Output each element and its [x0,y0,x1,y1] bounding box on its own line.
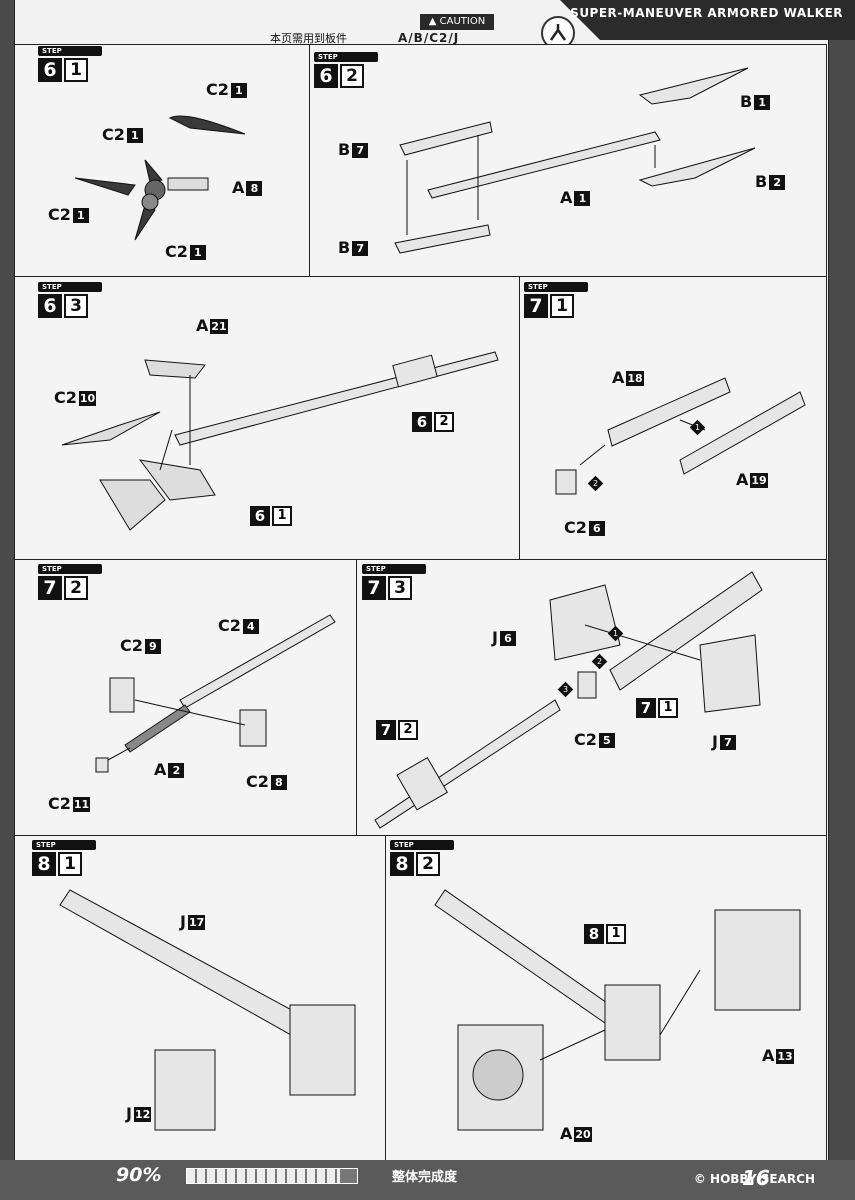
step-sub-number: 2 [416,852,440,876]
step-8-1-panel [14,835,386,1162]
step-number: 7 [524,294,548,318]
step-sub-number: 2 [340,64,364,88]
step-label: STEP [38,46,102,56]
header: ▲ CAUTION 本页需用到板件 A/B/C2/J SUPER-MANEUVE… [0,0,855,50]
completion-percent: 90% [116,1164,162,1186]
step-label: STEP [314,52,378,62]
order-marker: 2 [591,653,608,670]
parts-code: A/B/C2/J [398,31,460,45]
progress-fill [187,1169,340,1183]
step-number: 8 [390,852,414,876]
step-label: STEP [524,282,588,292]
order-marker: 2 [587,475,604,492]
order-marker: 1 [689,419,706,436]
step-number: 7 [362,576,386,600]
caution-badge: ▲ CAUTION [420,14,494,30]
brand-title: SUPER-MANEUVER ARMORED WALKER [570,6,843,20]
required-sprues-label: 本页需用到板件 [270,32,347,45]
step-number: 6 [38,294,62,318]
step-number: 6 [38,58,62,82]
step-label: STEP [38,564,102,574]
step-6-2-panel [309,44,827,277]
step-label: STEP [390,840,454,850]
step-7-3-panel [356,559,827,836]
step-sub-number: 2 [64,576,88,600]
step-number: 8 [32,852,56,876]
step-sub-number: 1 [550,294,574,318]
step-sub-number: 3 [64,294,88,318]
step-label: STEP [32,840,96,850]
step-8-2-panel [385,835,827,1162]
step-number: 7 [38,576,62,600]
footer [0,1160,855,1200]
step-label: STEP [38,282,102,292]
step-number: 6 [314,64,338,88]
step-sub-number: 1 [58,852,82,876]
completion-progress-bar [186,1168,358,1184]
step-sub-number: 1 [64,58,88,82]
header-stripe [560,0,855,40]
completion-label: 整体完成度 [392,1170,458,1185]
step-sub-number: 3 [388,576,412,600]
order-marker: 1 [607,625,624,642]
step-label: STEP [362,564,426,574]
watermark: © HOBBY SEARCH [693,1172,815,1186]
order-marker: 3 [557,681,574,698]
page-number: 16 [742,1166,770,1190]
